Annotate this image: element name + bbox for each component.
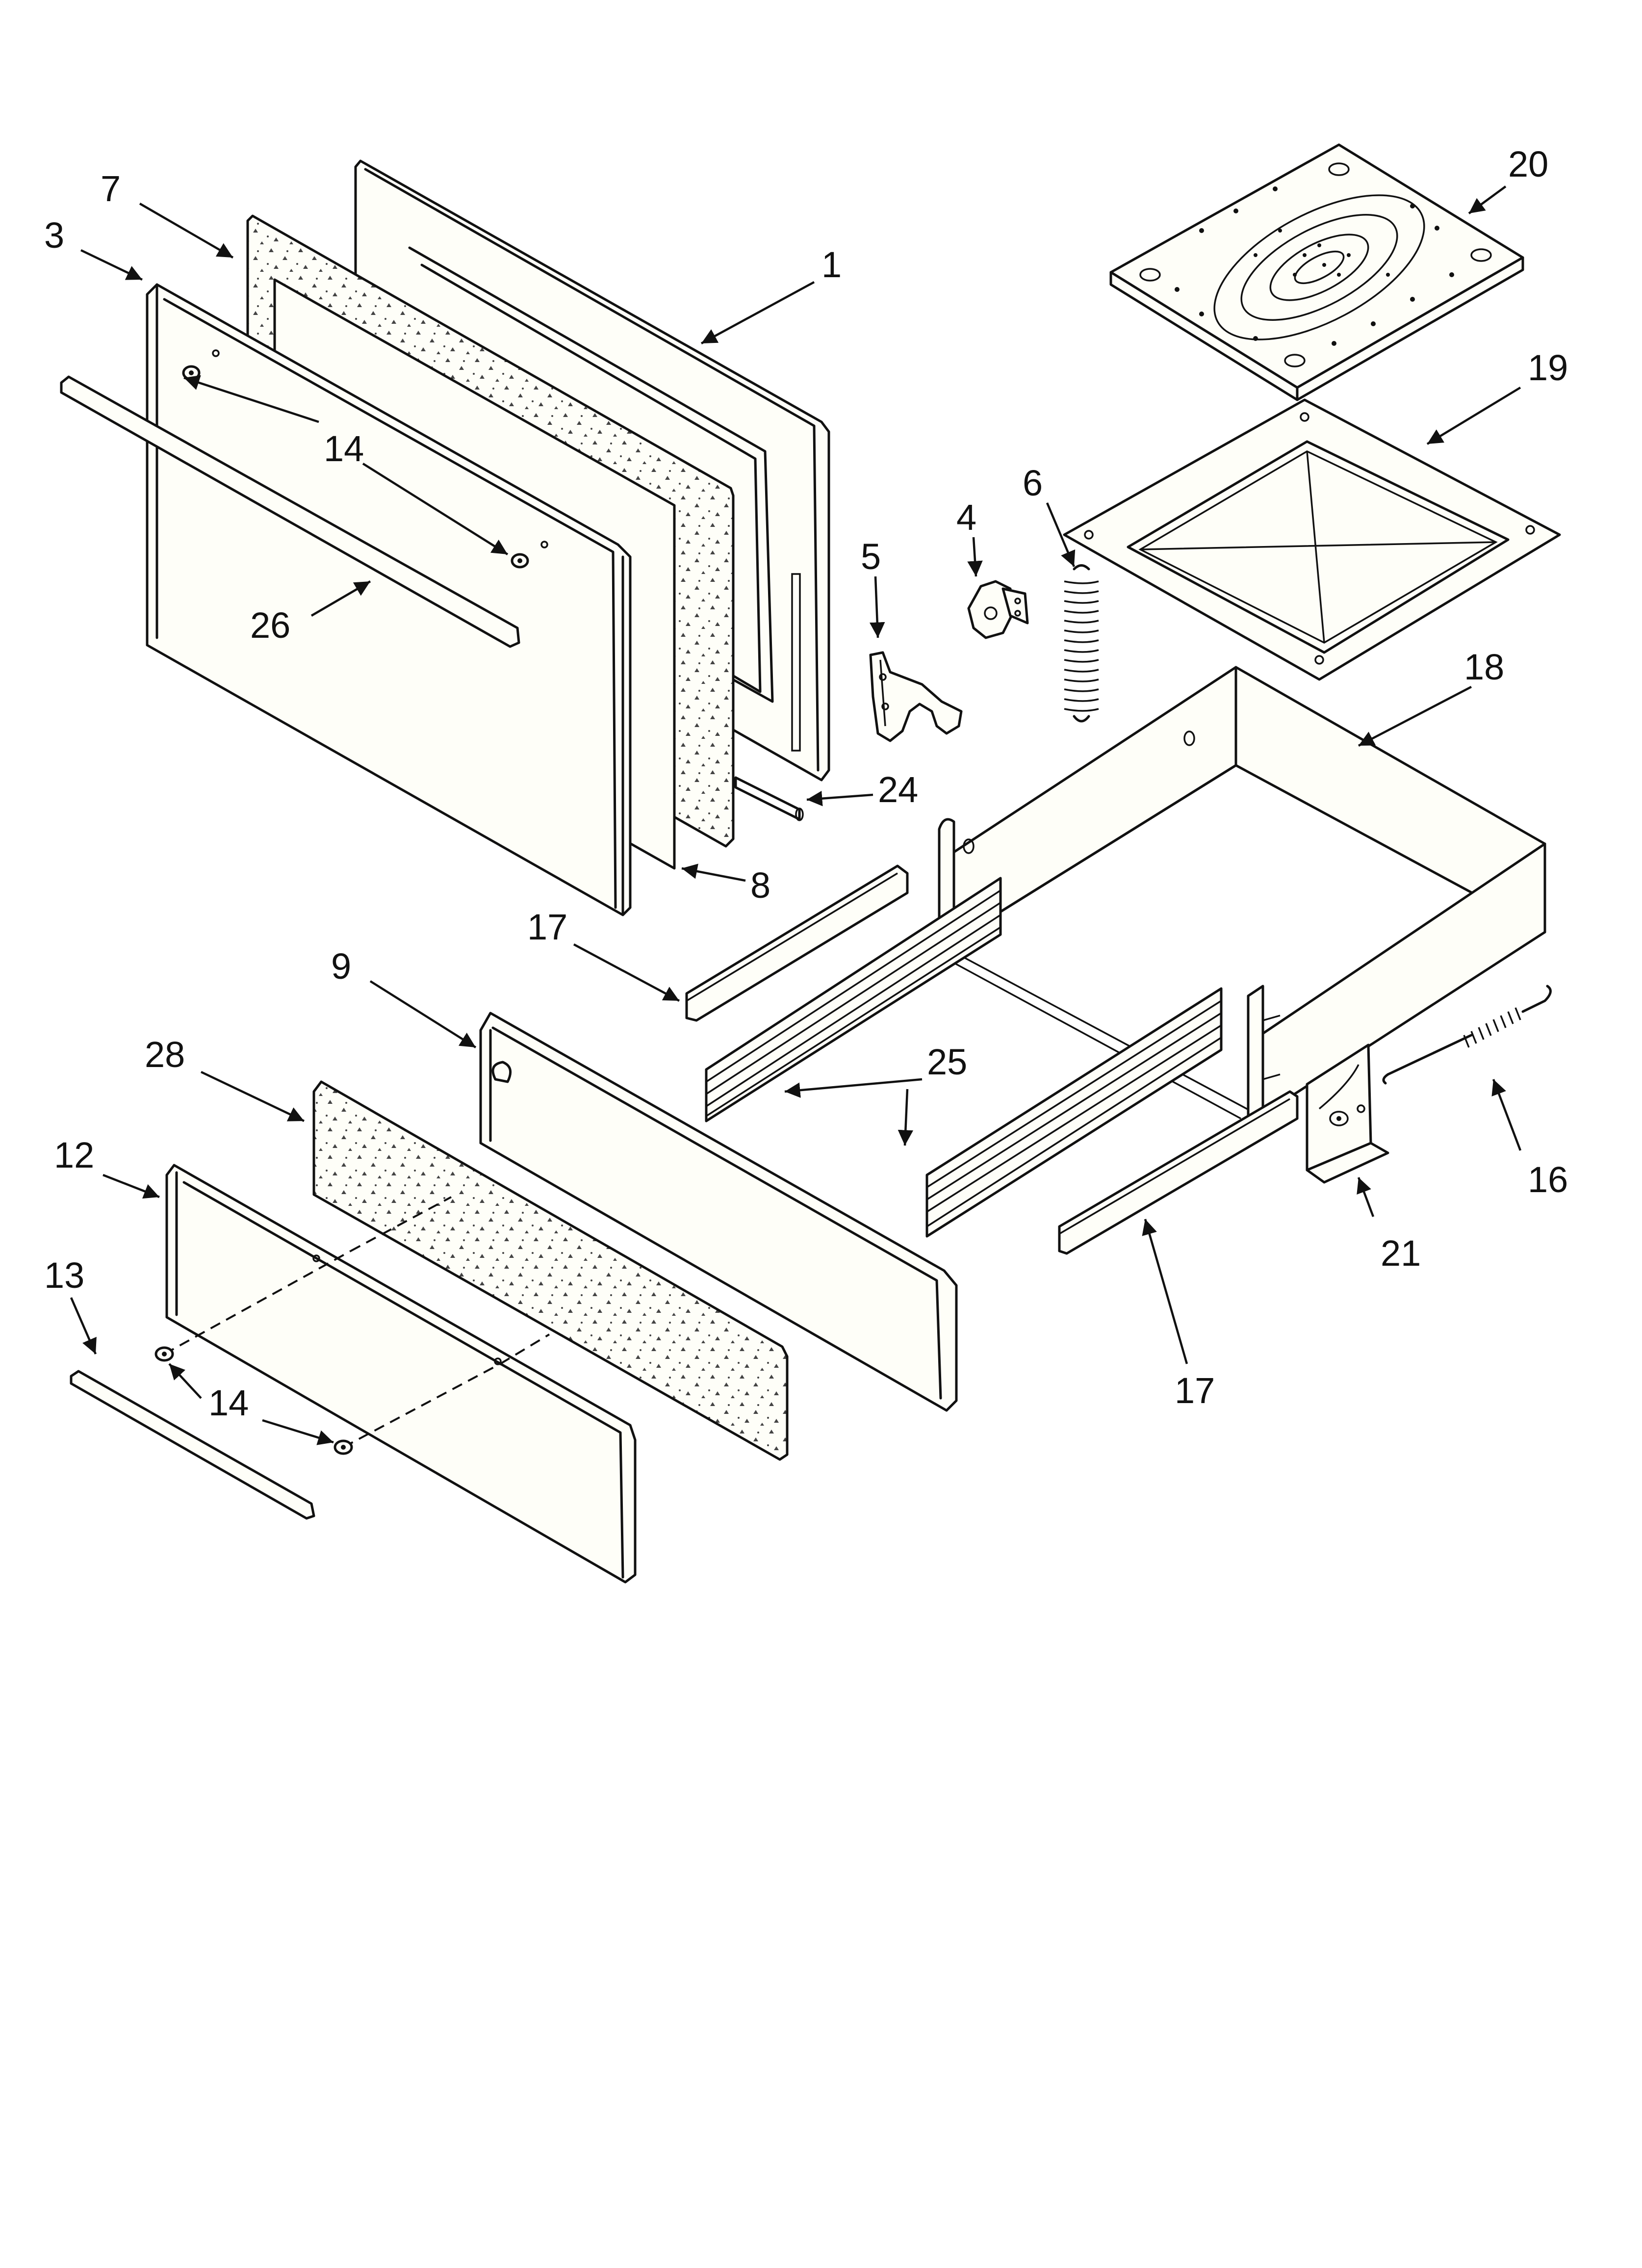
part-19-broiler-pan [1063, 398, 1561, 681]
callout-13: 13 [44, 1255, 84, 1296]
callout-5: 5 [861, 536, 881, 577]
part-5-hinge [869, 651, 963, 742]
part-14-grommets-lower [154, 1346, 353, 1455]
part-6-hinge-spring [1064, 564, 1099, 723]
callout-16: 16 [1528, 1159, 1568, 1200]
part-28-drawer-insulation [312, 1080, 789, 1461]
callout-20: 20 [1508, 144, 1548, 184]
mounting-guides [164, 1196, 550, 1448]
part-17-rail-lower [1058, 1090, 1299, 1255]
callout-26: 26 [250, 605, 290, 646]
part-4-hinge-bracket [967, 580, 1029, 639]
callout-4: 4 [956, 497, 976, 538]
part-25-drawer-slide-left [705, 877, 1002, 1122]
callout-19: 19 [1528, 347, 1568, 388]
callout-1: 1 [821, 244, 842, 285]
part-12-drawer-front-panel [165, 1164, 637, 1584]
callout-7: 7 [101, 168, 121, 209]
callout-24: 24 [878, 769, 918, 810]
part-25-drawer-slide-right [925, 987, 1223, 1238]
part-20-broiler-grid [1109, 143, 1524, 401]
callout-labels: 20 7 3 1 19 14 6 4 5 26 18 24 8 17 9 28 … [44, 144, 1568, 1423]
callout-28: 28 [145, 1034, 185, 1075]
callout-14-upper: 14 [324, 428, 364, 469]
part-21-side-bracket [1306, 1043, 1389, 1184]
callout-8: 8 [750, 865, 770, 906]
part-13-drawer-handle [70, 1370, 315, 1520]
part-17-rail-upper [685, 864, 909, 1022]
callout-17-upper: 17 [527, 907, 567, 947]
leader-lines [70, 185, 1522, 1445]
callout-17-lower: 17 [1175, 1370, 1215, 1411]
callout-18: 18 [1464, 647, 1504, 687]
callout-6: 6 [1023, 463, 1043, 503]
part-3-outer-door-panel [146, 283, 632, 916]
part-24-tube [734, 776, 804, 821]
part-9-drawer-inner-panel [479, 1012, 958, 1412]
part-18-drawer-body [938, 666, 1546, 1120]
callout-9: 9 [331, 946, 351, 987]
callout-14-lower: 14 [208, 1382, 249, 1423]
callout-3: 3 [44, 215, 64, 256]
callout-12: 12 [54, 1135, 94, 1175]
callout-25: 25 [927, 1042, 967, 1082]
callout-21: 21 [1381, 1233, 1421, 1274]
part-16-drawer-spring [1382, 985, 1552, 1085]
part-26-door-handle [60, 375, 520, 648]
